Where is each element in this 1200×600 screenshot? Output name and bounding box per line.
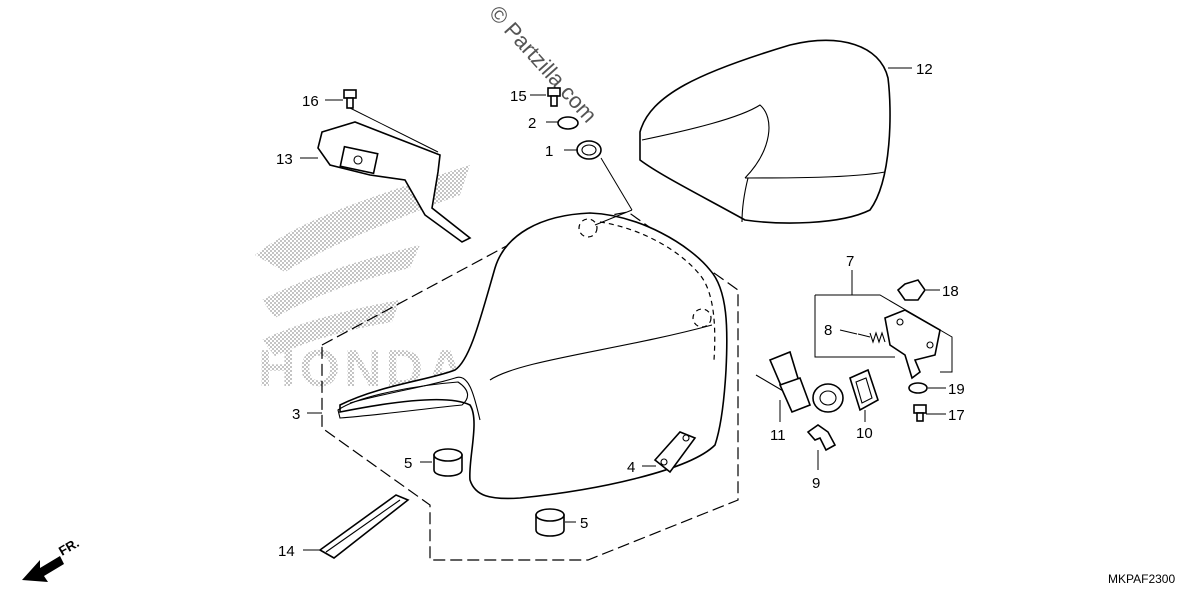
callout-14: 14: [278, 543, 295, 560]
front-arrow-icon: [22, 556, 64, 582]
partzilla-watermark: © Partzilla.com: [484, 1, 602, 128]
callout-11: 11: [770, 427, 786, 444]
washer-19: [908, 382, 928, 394]
strap-14: [318, 494, 410, 559]
lock-assembly-box: [814, 294, 953, 373]
nut-18: [896, 279, 926, 301]
callout-5a: 5: [404, 455, 412, 472]
bracket-4: [653, 431, 697, 474]
callout-1: 1: [545, 143, 553, 160]
callout-13: 13: [276, 151, 293, 168]
callout-3: 3: [292, 406, 300, 423]
pillion-seat: [639, 39, 891, 224]
honda-logo-watermark: HONDA: [255, 165, 470, 398]
callout-10: 10: [856, 425, 873, 442]
clip-9: [806, 424, 837, 452]
leader-lines: [300, 67, 946, 551]
lock-plate-7: [884, 309, 941, 380]
callout-17: 17: [948, 407, 965, 424]
callout-16: 16: [302, 93, 319, 110]
callout-9: 9: [812, 475, 820, 492]
key-cylinder-11: [755, 350, 844, 414]
washer-2: [557, 116, 579, 130]
front-label: FR.: [56, 535, 82, 558]
bolt-15: [547, 87, 561, 107]
bolt-16: [343, 89, 357, 109]
callout-19: 19: [948, 381, 965, 398]
callout-5b: 5: [580, 515, 588, 532]
diagram-code: MKPAF2300: [1108, 572, 1175, 586]
grommet-1: [576, 140, 602, 160]
callout-12: 12: [916, 61, 933, 78]
cushion-5b: [535, 508, 565, 537]
callout-2: 2: [528, 115, 536, 132]
callout-18: 18: [942, 283, 959, 300]
callout-8: 8: [824, 322, 832, 339]
cushion-5a: [433, 448, 463, 477]
gasket-10: [849, 368, 879, 412]
rear-bracket: [317, 121, 472, 243]
main-seat: [337, 212, 728, 500]
bolt-17: [913, 404, 927, 422]
spring-8: [857, 331, 886, 344]
callout-4: 4: [627, 459, 635, 476]
callout-7: 7: [846, 253, 854, 270]
callout-15: 15: [510, 88, 527, 105]
